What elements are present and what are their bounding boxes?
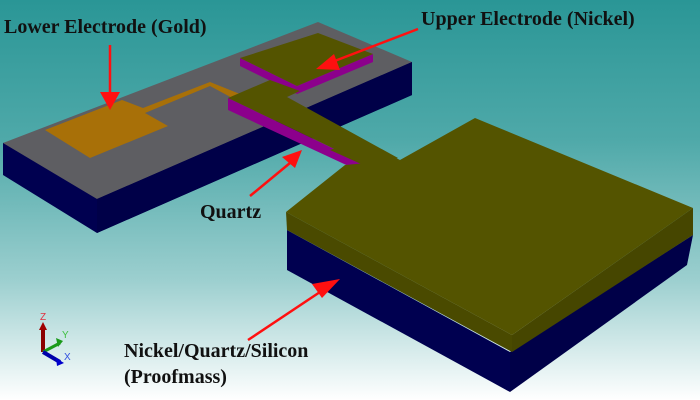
arrow-head-icon [282, 150, 302, 168]
proofmass-label-line2: (Proofmass) [124, 366, 227, 388]
upper-electrode-label: Upper Electrode (Nickel) [421, 8, 635, 30]
axis-x-label: X [64, 352, 71, 363]
annotation-arrows [100, 27, 419, 342]
arrow-head-icon [100, 92, 120, 110]
axis-y-label: Y [62, 330, 69, 341]
axis-triad-icon [39, 322, 64, 366]
proofmass-label-line1: Nickel/Quartz/Silicon [124, 340, 309, 362]
proofmass [286, 118, 693, 392]
arrow-head-icon [312, 279, 340, 298]
lower-electrode-label: Lower Electrode (Gold) [4, 16, 207, 38]
arrow-head-icon [316, 54, 340, 70]
gold-lower-electrode [45, 82, 245, 158]
beam [330, 140, 400, 168]
quartz-label: Quartz [200, 201, 262, 223]
axis-z-label: Z [40, 312, 47, 323]
